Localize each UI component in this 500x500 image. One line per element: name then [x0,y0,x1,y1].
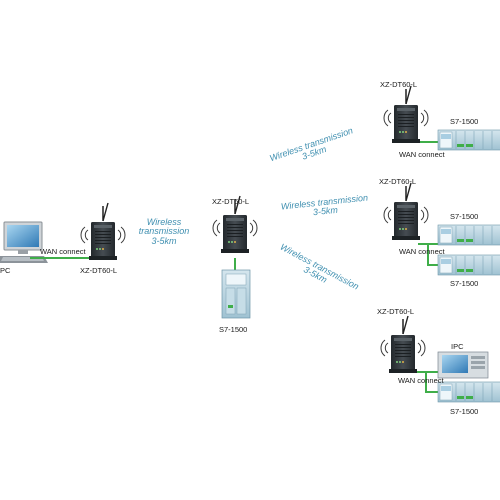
plc-label-mid2: S7-1500 [450,279,479,288]
device-label-left: XZ-DT60-L [80,266,118,275]
plc-label-top: S7-1500 [450,117,479,126]
wan-label-bottom: WAN connect [398,376,444,385]
plc-top-icon [437,129,500,151]
plc-cabinet-icon [221,269,251,319]
ipc-label: IPC [451,342,464,351]
plc-label-mid1: S7-1500 [450,212,479,221]
device-label-top: XZ-DT60-L [380,80,418,89]
wan-label-left: WAN connect [40,247,86,256]
device-label-mid: XZ-DT60-L [379,177,417,186]
plc-bottom-icon [437,381,500,403]
router-bottom-icon [380,315,426,374]
router-left-icon [80,202,126,261]
device-label-center: XZ-DT60-L [212,197,250,206]
router-top-icon [383,85,429,144]
plc-label-center: S7-1500 [219,325,248,334]
wan-links [30,141,438,393]
ipc-icon [437,351,489,379]
pc-label: PC [0,266,11,275]
wan-label-top: WAN connect [399,150,445,159]
plc-mid1-icon [437,224,500,246]
plc-mid2-icon [437,254,500,276]
wan-label-mid: WAN connect [399,247,445,256]
device-label-bottom: XZ-DT60-L [377,307,415,316]
plc-label-bottom: S7-1500 [450,407,479,416]
router-mid-icon [383,182,429,241]
pc-icon [0,221,48,263]
wireless-label-left: Wireless transmission 3-5km [138,217,190,246]
